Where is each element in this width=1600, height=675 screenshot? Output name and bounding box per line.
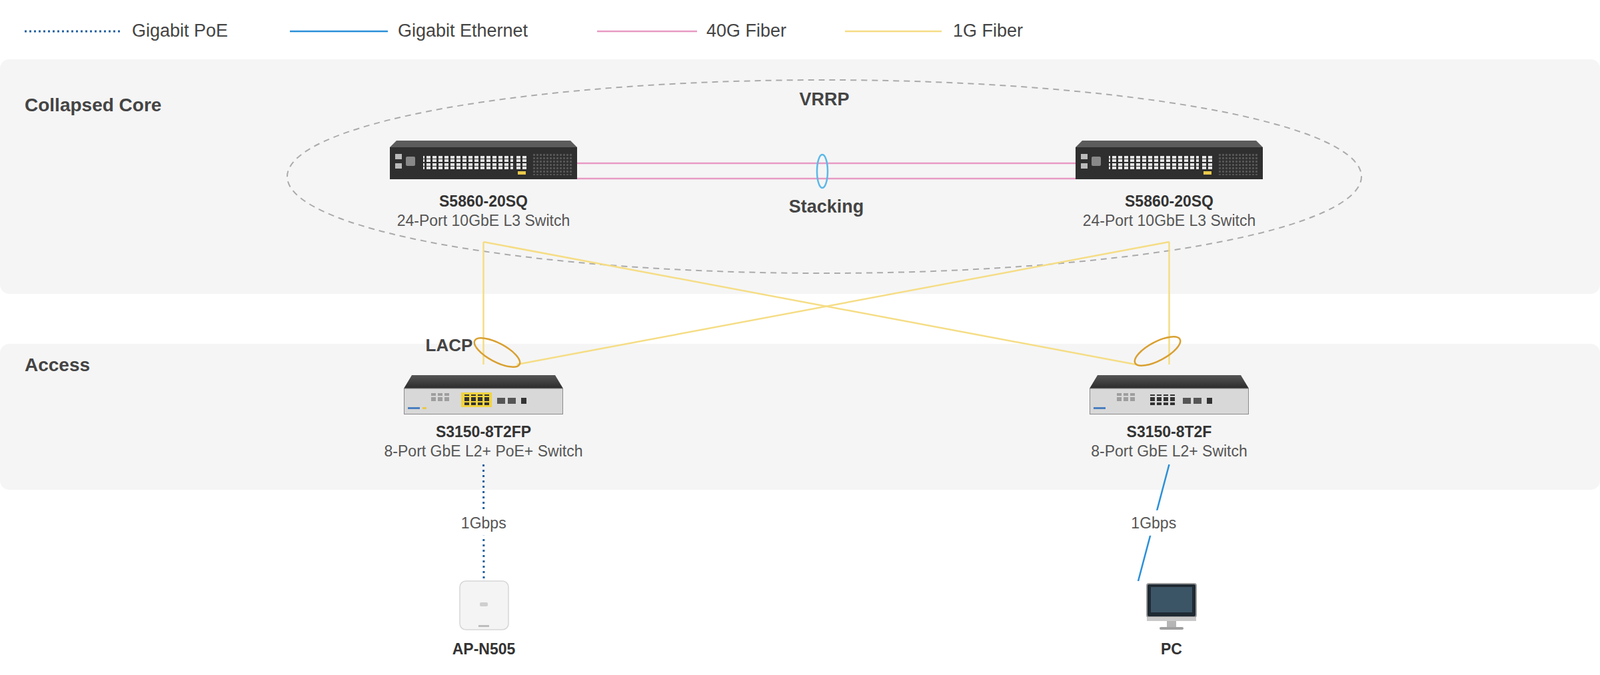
lacp-ring [1130, 331, 1185, 372]
node-title: AP-N505 [452, 640, 516, 658]
fiber-link [483, 241, 1137, 365]
core-switch-image [1075, 140, 1263, 180]
legend-line-poe [24, 30, 123, 33]
layer-band: Collapsed CoreVRRPS5860-20SQ24-Port 10Gb… [0, 59, 1600, 294]
node-title: PC [1160, 640, 1183, 658]
dashed-ellipse [287, 79, 1362, 274]
link-label: 1Gbps [1128, 509, 1179, 536]
legend-line-1g [844, 30, 942, 33]
node-subtitle: 24-Port 10GbE L3 Switch [397, 211, 571, 230]
legend-text: Gigabit PoE [131, 20, 228, 42]
link-line [483, 241, 1137, 365]
node-title: S3150-8T2FP [435, 423, 532, 441]
legend-text: 40G Fiber [706, 20, 787, 42]
legend-text: 1G Fiber [952, 20, 1023, 42]
vrrp-group: VRRPS5860-20SQ24-Port 10GbE L3 SwitchS58… [285, 78, 1363, 275]
node-title: S5860-20SQ [1124, 192, 1214, 210]
link-line [517, 241, 1170, 365]
access-switch: S3150-8T2F8-Port GbE L2+ Switch [1089, 364, 1249, 465]
link-line [482, 241, 485, 365]
node-title: Collapsed Core [24, 94, 162, 116]
lacp-ring [470, 332, 524, 373]
lacp-label: LACP [425, 335, 474, 356]
node-subtitle: 8-Port GbE L2+ Switch [1090, 442, 1248, 460]
link-label: Stacking [789, 196, 865, 218]
access-point-icon [459, 581, 509, 630]
node-title: S3150-8T2F [1126, 423, 1213, 441]
fiber-link [517, 241, 1170, 365]
core-switch-image [389, 140, 578, 180]
link-line [1168, 241, 1171, 365]
node-subtitle: 8-Port GbE L2+ PoE+ Switch [384, 442, 584, 460]
node-title: S5860-20SQ [439, 192, 528, 210]
pc-icon [1146, 583, 1197, 630]
node-title: Access [24, 354, 90, 376]
node-title: VRRP [799, 89, 849, 110]
core-switch: S5860-20SQ24-Port 10GbE L3 Switch [389, 140, 578, 242]
access-point: AP-N505 [443, 581, 524, 664]
access-switch-image [403, 375, 564, 415]
core-switch: S5860-20SQ24-Port 10GbE L3 Switch [1075, 140, 1263, 242]
fiber-link [483, 241, 484, 365]
stacking-ring [816, 154, 828, 188]
link-line [577, 177, 1076, 180]
fiber-link [1168, 241, 1170, 365]
link-label: 1Gbps [458, 509, 510, 536]
legend-text: Gigabit Ethernet [397, 20, 528, 42]
legend-line-40g [597, 30, 698, 33]
stacking-link [577, 163, 1076, 179]
layer-band: AccessS3150-8T2FP8-Port GbE L2+ PoE+ Swi… [0, 343, 1600, 490]
legend-line-ethernet [289, 30, 388, 33]
pc: PC [1131, 581, 1212, 664]
access-switch: S3150-8T2FP8-Port GbE L2+ PoE+ Switch [403, 364, 564, 465]
link-line [577, 162, 1076, 165]
node-subtitle: 24-Port 10GbE L3 Switch [1082, 211, 1257, 230]
access-switch-image [1089, 375, 1249, 415]
